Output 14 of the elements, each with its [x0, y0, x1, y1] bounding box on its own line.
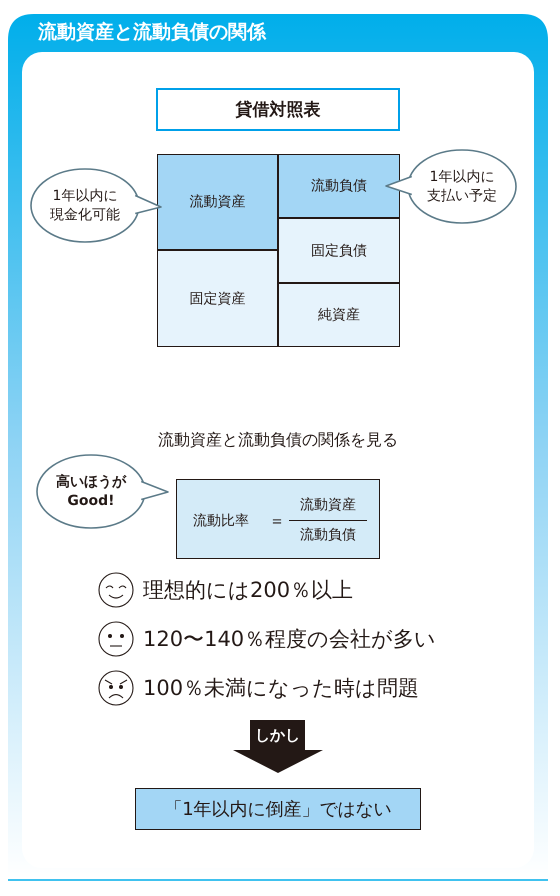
note-text: 理想的には200％以上	[143, 577, 354, 604]
table-cell: 流動負債	[278, 154, 400, 218]
table-cell: 純資産	[278, 283, 400, 347]
table-cell: 固定負債	[278, 218, 400, 283]
formula-box: 流動比率 ＝ 流動資産 流動負債	[176, 479, 380, 559]
title-box: 貸借対照表	[156, 88, 400, 131]
conclusion-box: 「1年以内に倒産」ではない	[135, 788, 421, 830]
table-cell: 流動資産	[157, 154, 278, 250]
title: 流動資産と流動負債の関係	[38, 20, 266, 45]
table-cell: 固定資産	[157, 250, 278, 347]
note-text: 120〜140％程度の会社が多い	[143, 626, 436, 653]
heading-text: 流動資産と流動負債の関係を見る	[157, 430, 399, 451]
note-text: 100％未満になった時は問題	[143, 675, 420, 702]
block-arrow: しかし	[233, 720, 323, 773]
